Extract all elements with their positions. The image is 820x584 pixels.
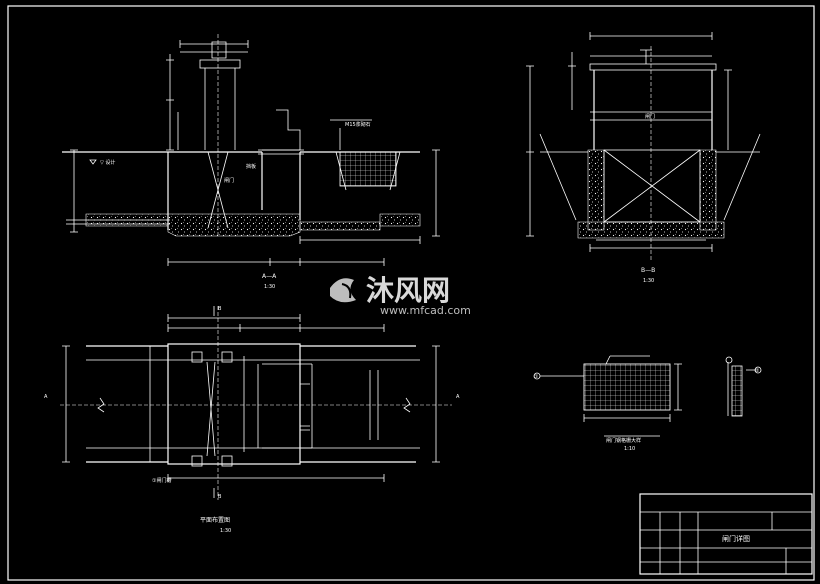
watermark-url: www.mfcad.com	[380, 304, 471, 317]
sheet-border	[7, 5, 815, 581]
plan-scale: 1:30	[220, 528, 231, 534]
wall-label: 挡板	[246, 163, 256, 170]
title-block: 闸门详图	[639, 493, 813, 575]
cut-marker-b-bottom: B	[218, 494, 222, 500]
detail-scale: 1:10	[624, 446, 635, 452]
cut-marker-b-top: B	[218, 306, 222, 312]
detail-caption: 闸门钢格栅大样	[606, 437, 641, 444]
plan-view: A A B B ①闸门槽 平面布置图 1:30	[44, 306, 460, 534]
section-aa-scale: 1:30	[264, 284, 275, 290]
cut-marker-a-right: A	[456, 394, 460, 400]
bb-center-label: 闸门	[645, 113, 655, 120]
title-block-name: 闸门详图	[722, 534, 750, 543]
section-bb-caption: B—B	[641, 267, 655, 274]
detail-ref-2: ②	[755, 368, 760, 374]
section-aa-caption: A—A	[262, 273, 277, 280]
cut-marker-a-left: A	[44, 394, 48, 400]
section-bb-scale: 1:30	[643, 278, 654, 284]
section-bb-view: 闸门 B—B 1:30	[526, 32, 761, 284]
watermark-brand: 沐风网	[366, 274, 450, 307]
detail-ref-1: ①	[534, 374, 539, 380]
section-aa-view: ▽ 设计 挡板 闸门 M15浆砌石 A—A 1:30	[62, 34, 440, 290]
water-level-label: ▽ 设计	[100, 159, 115, 166]
plan-legend-label: ①闸门槽	[152, 477, 171, 484]
masonry-label: M15浆砌石	[345, 121, 371, 128]
gate-label: 闸门	[224, 177, 234, 184]
watermark: 沐风网 www.mfcad.com	[330, 274, 471, 317]
plan-caption: 平面布置图	[200, 516, 230, 524]
grid-detail-view: ① ② 闸门钢格栅大样 1:10	[533, 355, 762, 452]
